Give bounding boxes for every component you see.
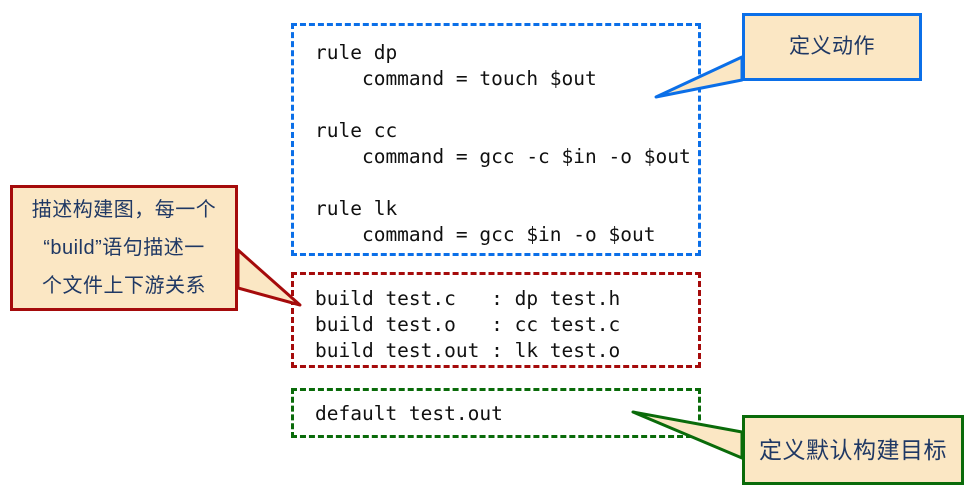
build-code-text: build test.c : dp test.h build test.o : … — [315, 287, 621, 362]
callout-default-target-text: 定义默认构建目标 — [759, 437, 947, 463]
default-code-block: default test.out — [291, 388, 701, 438]
rules-code-block: rule dp command = touch $out rule cc com… — [291, 23, 701, 256]
rules-code-text: rule dp command = touch $out rule cc com… — [315, 41, 691, 246]
callout-build-graph: 描述构建图，每一个 “build”语句描述一 个文件上下游关系 — [10, 185, 238, 311]
callout-default-target: 定义默认构建目标 — [742, 415, 964, 485]
callout-build-graph-text: 描述构建图，每一个 “build”语句描述一 个文件上下游关系 — [31, 199, 217, 297]
callout-define-actions-text: 定义动作 — [789, 35, 875, 58]
callout-define-actions: 定义动作 — [742, 13, 922, 81]
default-code-text: default test.out — [315, 402, 503, 425]
build-code-block: build test.c : dp test.h build test.o : … — [291, 272, 701, 368]
